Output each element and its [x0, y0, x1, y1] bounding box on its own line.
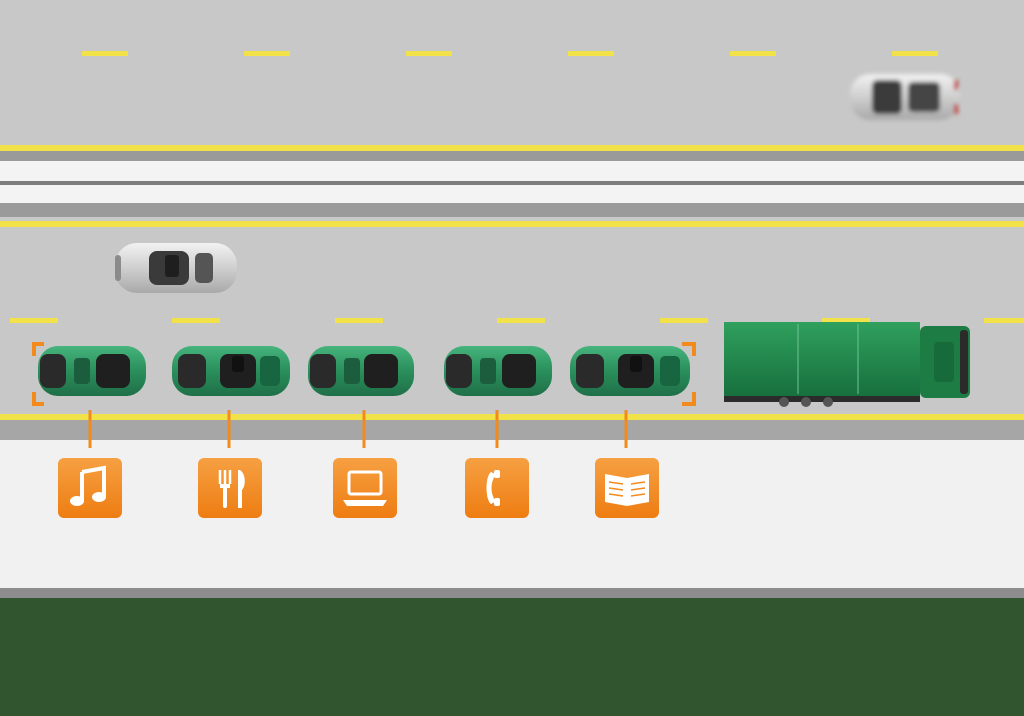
laptop-icon	[333, 458, 397, 518]
platoon-bracket	[32, 342, 696, 406]
median-curb-top	[0, 151, 1024, 161]
upper-edge-line	[0, 145, 1024, 151]
median-curb-bottom	[0, 203, 1024, 217]
service-connectors	[88, 410, 628, 448]
lower-outer-edge-line	[0, 414, 1024, 420]
platoon-car-4	[444, 346, 552, 396]
fork-knife-icon	[198, 458, 262, 518]
lead-truck	[724, 322, 970, 407]
curb	[0, 420, 1024, 440]
middle-lane-car	[115, 243, 237, 293]
platoon-car-5	[570, 346, 690, 396]
platoon-car-3	[308, 346, 414, 396]
grass-edge	[0, 588, 1024, 598]
median-divider	[0, 181, 1024, 185]
platoon-car-2	[172, 346, 290, 396]
upper-lane-car	[850, 74, 960, 120]
book-icon	[595, 458, 659, 518]
median-barrier-bottom	[0, 185, 1024, 203]
phone-icon	[465, 458, 529, 518]
music-note-icon	[58, 458, 122, 518]
median-barrier-top	[0, 161, 1024, 181]
lower-lane-dashes	[10, 318, 1024, 323]
platoon-car-1	[38, 346, 146, 396]
upper-lane-dashes	[82, 51, 938, 56]
grass-area	[0, 598, 1024, 716]
upper-roadway	[0, 0, 1024, 150]
lower-inner-edge-line	[0, 221, 1024, 227]
